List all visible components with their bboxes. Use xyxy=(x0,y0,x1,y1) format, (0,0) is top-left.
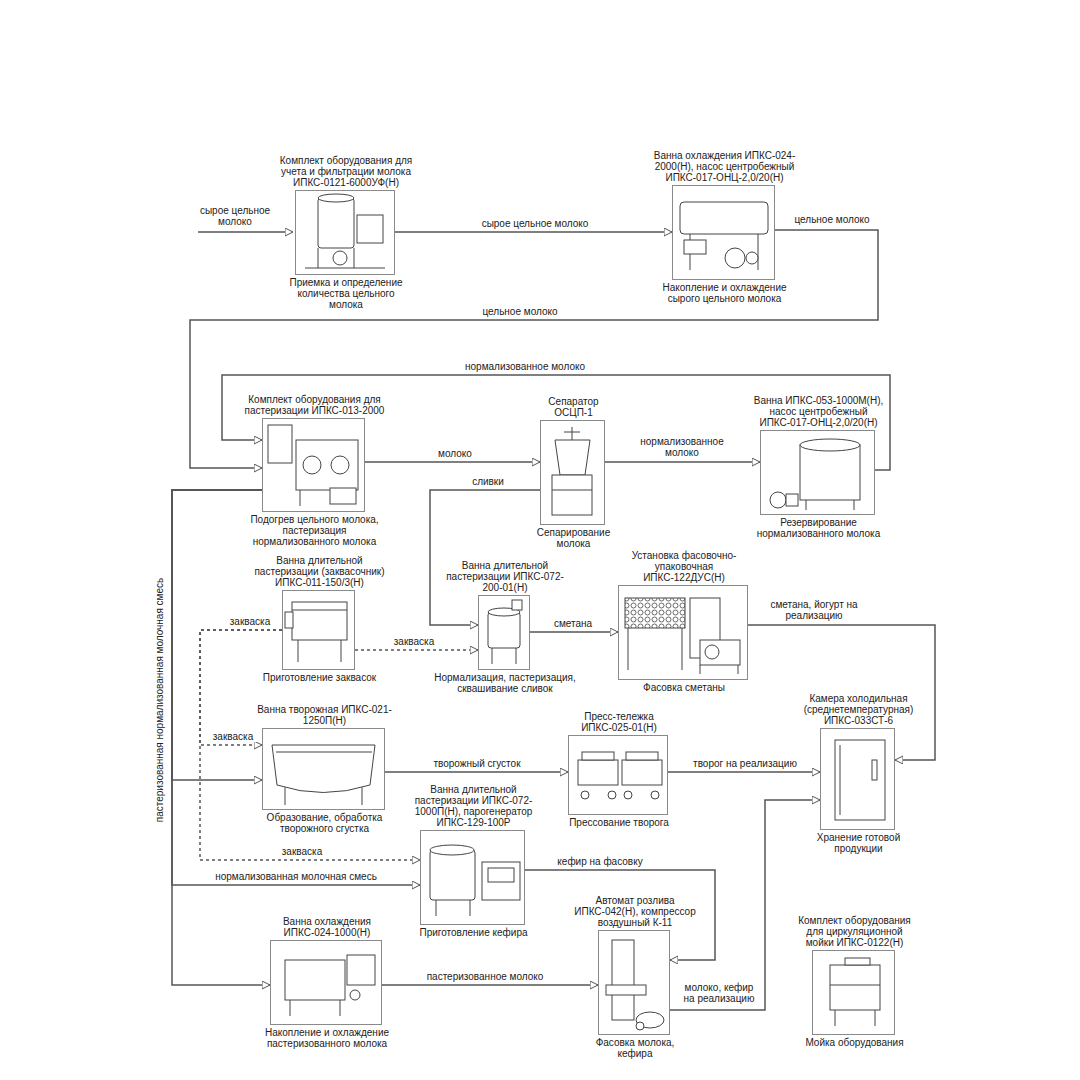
equipment-name: Ванна охлаждения ИПКС-024-1000(Н) xyxy=(257,916,397,938)
equipment-name: Ванна охлаждения ИПКС-024-2000(Н), насос… xyxy=(642,150,807,183)
equipment-box: Ванна длительной пастеризации ИПКС-072-2… xyxy=(478,595,530,670)
flow-arrow xyxy=(172,490,420,885)
equipment-name: Комплект оборудования для учета и фильтр… xyxy=(271,155,421,188)
flow-arrow xyxy=(395,231,672,233)
flow-label: кефир на фасовку xyxy=(548,856,652,867)
equipment-box: Автомат розлива ИПКС-042(Н), компрессор … xyxy=(598,930,670,1035)
equipment-box: Ванна длительной пастеризации (заквасочн… xyxy=(282,590,355,670)
equipment-box: Пресс-тележка ИПКС-025-01(Н)Прессование … xyxy=(568,735,668,815)
process-caption: Сепарирование молока xyxy=(534,527,614,549)
flow-label: молоко xyxy=(420,448,490,459)
flow-arrow xyxy=(222,375,890,470)
flow-label: молоко, кефир на реализацию xyxy=(676,982,762,1004)
flow-label: нормализованная молочная смесь xyxy=(206,871,386,882)
equipment-name: Камера холодильная (среднетемпературная)… xyxy=(801,693,916,726)
flow-arrow xyxy=(748,625,935,760)
starter-flow-arrow xyxy=(200,630,420,860)
flow-arrow xyxy=(605,461,760,463)
flow-label: нормализованное молоко xyxy=(450,361,600,372)
process-caption: Накопление и охлаждение сырого цельного … xyxy=(650,282,800,304)
equipment-box: Ванна охлаждения ИПКС-024-1000(Н)Накопле… xyxy=(270,940,382,1025)
flow-note: сырое цельное молоко xyxy=(196,205,274,227)
flow-arrow xyxy=(670,800,820,1010)
flow-label: нормализованное молоко xyxy=(630,436,734,458)
equipment-name: Пресс-тележка ИПКС-025-01(Н) xyxy=(564,711,674,733)
equipment-name: Ванна длительной пастеризации ИПКС-072-1… xyxy=(399,784,549,828)
equipment-name: Сепаратор ОСЦП-1 xyxy=(539,396,609,418)
process-caption: Резервирование нормализованного молока xyxy=(754,517,884,539)
equipment-box: Камера холодильная (среднетемпературная)… xyxy=(820,728,895,830)
flow-arrow xyxy=(172,490,262,780)
equipment-name: Автомат розлива ИПКС-042(Н), компрессор … xyxy=(570,895,700,928)
flow-arrow xyxy=(172,490,270,985)
equipment-name: Ванна длительной пастеризации (заквасочн… xyxy=(250,555,390,588)
equipment-name: Ванна творожная ИПКС-021-1250П(Н) xyxy=(255,704,395,726)
process-caption: Хранение готовой продукции xyxy=(814,832,904,854)
equipment-box: Сепаратор ОСЦП-1Сепарирование молока xyxy=(540,420,605,525)
process-caption: Приготовление заквасок xyxy=(255,672,385,683)
process-caption: Накопление и охлаждение пастеризованного… xyxy=(257,1027,397,1049)
flow-label: сливки xyxy=(462,476,514,487)
equipment-box: Ванна охлаждения ИПКС-024-2000(Н), насос… xyxy=(672,185,775,280)
flow-arrow xyxy=(365,461,540,463)
equipment-name: Ванна длительной пастеризации ИПКС-072-2… xyxy=(445,560,565,593)
flow-arrow xyxy=(530,631,618,633)
flow-label: сметана, йогурт на реализацию xyxy=(762,599,866,621)
flow-label: закваска xyxy=(206,731,260,742)
process-caption: Мойка оборудования xyxy=(800,1037,910,1048)
process-caption: Фасовка молока, кефира xyxy=(585,1037,685,1059)
trunk-label: пастеризованная нормализованная молочная… xyxy=(154,550,166,850)
flow-arrow xyxy=(668,771,820,773)
equipment-name: Установка фасовочно-упаковочная ИПКС-122… xyxy=(624,550,744,583)
equipment-box: Ванна длительной пастеризации ИПКС-072-1… xyxy=(420,830,525,925)
flow-label: цельное молоко xyxy=(788,214,876,225)
flow-label: сырое цельное молоко xyxy=(440,218,630,229)
equipment-box: Ванна творожная ИПКС-021-1250П(Н)Образов… xyxy=(262,728,385,810)
process-caption: Прессование творога xyxy=(564,817,674,828)
flow-arrow xyxy=(382,984,598,986)
process-caption: Подогрев цельного молока, пастеризация н… xyxy=(247,514,382,547)
flow-note: цельное молоко xyxy=(468,306,572,317)
equipment-box: Комплект оборудования для циркуляционной… xyxy=(812,950,895,1035)
flow-arrow xyxy=(430,490,540,625)
flow-arrow xyxy=(525,870,715,960)
equipment-name: Ванна ИПКС-053-1000М(Н), насос центробеж… xyxy=(749,395,889,428)
flow-label: закваска xyxy=(270,846,334,857)
flow-note: закваска xyxy=(222,616,278,627)
process-caption: Приемка и определение количества цельног… xyxy=(281,277,411,310)
equipment-box: Комплект оборудования для пастеризации И… xyxy=(262,418,365,512)
equipment-box: Ванна ИПКС-053-1000М(Н), насос центробеж… xyxy=(760,430,875,515)
process-caption: Нормализация, пастеризация, сквашивание … xyxy=(430,672,580,694)
flow-label: сметана xyxy=(540,618,606,629)
flow-label: творожный сгусток xyxy=(412,758,542,769)
equipment-name: Комплект оборудования для циркуляционной… xyxy=(795,915,915,948)
flow-arrow xyxy=(385,771,568,773)
flow-label: творог на реализацию xyxy=(678,758,812,769)
process-caption: Приготовление кефира xyxy=(419,927,529,938)
equipment-name: Комплект оборудования для пастеризации И… xyxy=(240,394,390,416)
equipment-box: Установка фасовочно-упаковочная ИПКС-122… xyxy=(618,585,748,680)
process-caption: Образование, обработка творожного сгустк… xyxy=(255,812,395,834)
flow-label: пастеризованное молоко xyxy=(410,971,560,982)
starter-flow-arrow xyxy=(355,649,478,651)
process-caption: Фасовка сметаны xyxy=(624,682,744,693)
flow-label: закваска xyxy=(382,636,446,647)
equipment-box: Комплект оборудования для учета и фильтр… xyxy=(295,190,395,275)
